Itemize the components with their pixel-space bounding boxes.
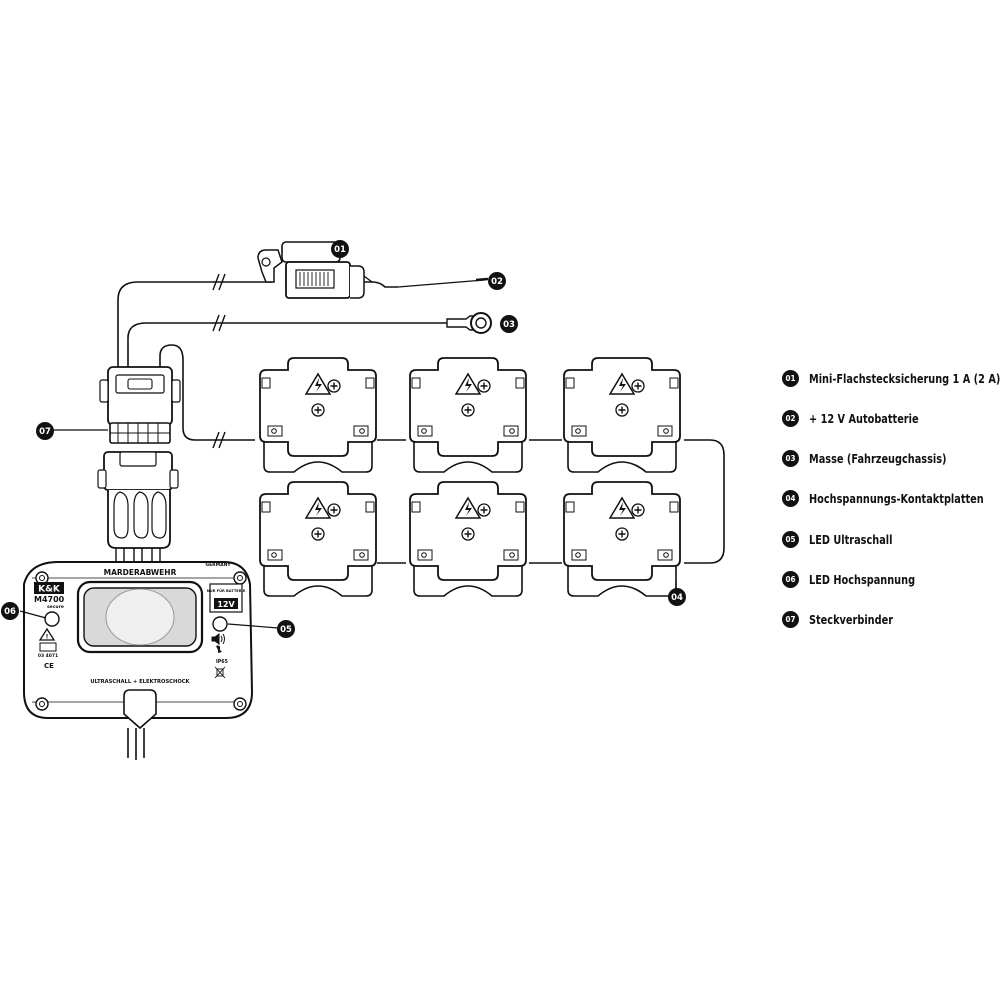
- contact-plates: [259, 357, 681, 597]
- legend-number: 03: [782, 450, 799, 468]
- brand-logo: K&K: [38, 585, 61, 595]
- cables: [117, 279, 725, 760]
- ip-icon: [216, 645, 222, 653]
- legend-number: 02: [782, 409, 799, 427]
- callout-01: 01: [331, 240, 349, 258]
- svg-text:06: 06: [4, 607, 16, 617]
- svg-text:03: 03: [503, 320, 515, 330]
- callout-06: 06: [1, 602, 19, 620]
- legend-label: Steckverbinder: [809, 612, 894, 628]
- speaker-icon: [211, 633, 225, 645]
- device-bottom-text: ULTRASCHALL + ELEKTROSCHOCK: [90, 679, 190, 685]
- contact-plate: [259, 481, 377, 597]
- callout-04: 04: [668, 588, 686, 606]
- legend: 01 Mini-Flachstecksicherung 1 A (2 A) 02…: [782, 368, 1000, 650]
- cable-break-marks: [212, 273, 226, 449]
- svg-text:05: 05: [280, 625, 292, 635]
- led-ultrasound: [212, 616, 228, 632]
- led-high-voltage: [44, 611, 60, 627]
- connector-male: [97, 451, 179, 562]
- marder-device: K&K M4700 secure MARDERABWEHR GERMANY NU…: [23, 561, 254, 730]
- contact-plate: [409, 481, 527, 597]
- legend-number: 01: [782, 369, 799, 387]
- legend-item-led-ultrasound: 05 LED Ultraschall: [782, 529, 997, 549]
- ip-rating: IP65: [216, 659, 228, 665]
- svg-text:!: !: [46, 634, 49, 641]
- callout-07: 07: [36, 422, 54, 440]
- legend-item-battery: 02 + 12 V Autobatterie: [782, 408, 997, 428]
- voltage-label: 12V: [217, 600, 235, 609]
- device-country: GERMANY: [205, 562, 231, 568]
- model-label: M4700: [34, 595, 65, 604]
- callout-03: 03: [500, 315, 518, 333]
- fuse-holder: [257, 241, 373, 299]
- legend-number: 05: [782, 530, 799, 548]
- ring-terminal: [446, 312, 492, 334]
- legend-label: LED Hochspannung: [809, 571, 916, 587]
- legend-number: 04: [782, 490, 799, 508]
- callouts: 01 02 03 04 05 06 07: [1, 240, 686, 638]
- part-number: 03 4071: [38, 653, 58, 659]
- contact-plate: [409, 357, 527, 473]
- connector-female: [99, 366, 181, 444]
- legend-item-led-high-voltage: 06 LED Hochspannung: [782, 569, 997, 589]
- legend-item-fuse: 01 Mini-Flachstecksicherung 1 A (2 A): [782, 368, 1000, 388]
- disposal-icon: [214, 666, 226, 679]
- fuse-rating-icon: [39, 642, 57, 652]
- svg-text:02: 02: [491, 277, 503, 287]
- legend-item-connector: 07 Steckverbinder: [782, 610, 997, 630]
- callout-05: 05: [277, 620, 295, 638]
- legend-label: LED Ultraschall: [809, 531, 893, 547]
- svg-text:07: 07: [39, 427, 51, 437]
- warning-icon: [38, 627, 56, 641]
- legend-label: Mini-Flachstecksicherung 1 A (2 A): [809, 370, 1000, 386]
- contact-plate: [563, 481, 681, 597]
- battery-note: NUR FÜR BATTERIE: [207, 588, 246, 593]
- legend-number: 07: [782, 611, 799, 629]
- legend-label: Hochspannungs-Kontaktplatten: [809, 491, 984, 507]
- contact-plate: [259, 357, 377, 473]
- legend-item-ground: 03 Masse (Fahrzeugchassis): [782, 449, 997, 469]
- svg-text:01: 01: [334, 245, 346, 255]
- contact-plate: [563, 357, 681, 473]
- ce-mark: CE: [44, 662, 54, 670]
- callout-02: 02: [488, 272, 506, 290]
- device-title: MARDERABWEHR: [104, 568, 177, 577]
- legend-label: + 12 V Autobatterie: [809, 410, 919, 426]
- svg-text:04: 04: [671, 593, 683, 603]
- legend-label: Masse (Fahrzeugchassis): [809, 451, 947, 467]
- model-sub-label: secure: [47, 604, 64, 610]
- legend-item-plates: 04 Hochspannungs-Kontaktplatten: [782, 489, 997, 509]
- legend-number: 06: [782, 570, 799, 588]
- battery-wire-end: [475, 277, 489, 282]
